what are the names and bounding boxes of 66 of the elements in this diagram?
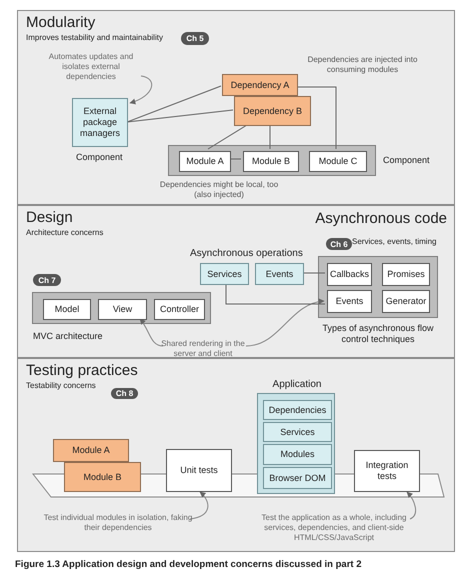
test-box: Unit tests <box>166 449 232 492</box>
connector-line <box>302 272 326 274</box>
chapter-badge: Ch 7 <box>33 274 61 286</box>
mvc-box: Controller <box>154 299 205 320</box>
technique-box: Generator <box>382 290 430 313</box>
mvc-box: View <box>98 299 147 320</box>
test-box: Integration tests <box>354 450 420 492</box>
section-title: Testing practices <box>26 362 138 379</box>
technique-container <box>318 256 438 318</box>
annotation-text: Asynchronous code <box>314 210 447 229</box>
section-panel <box>17 358 455 552</box>
layer-box: Services <box>263 422 332 442</box>
note-text: Test the application as a whole, including services, dependencies, and client-side HTML/CSS/JavaScript <box>257 513 411 548</box>
section-title: Modularity <box>26 14 96 31</box>
leader-line <box>246 298 325 346</box>
mvc-box: Model <box>43 299 91 320</box>
annotation-text: Asynchronous operations <box>190 248 304 260</box>
dependency-box: Dependency B <box>234 96 311 126</box>
section-panel <box>17 10 455 205</box>
module-box: Module C <box>309 151 367 172</box>
technique-box: Events <box>327 290 372 313</box>
section-subtitle: Improves testability and maintainability <box>26 33 163 42</box>
annotation-text: Dependencies might be local, too (also injected) <box>158 180 280 200</box>
leader-line <box>129 76 152 104</box>
annotation-text: Dependencies are injected into consuming modules <box>306 55 418 75</box>
module-box: Module A <box>179 151 231 172</box>
section-title: Design <box>26 209 73 226</box>
connector-line <box>228 158 242 160</box>
connector-line <box>126 86 222 122</box>
note-text: Automates updates and isolates external dependencies <box>39 52 143 85</box>
connector-line <box>126 110 234 122</box>
module-box: Module B <box>64 462 141 492</box>
technique-box: Promises <box>382 263 430 286</box>
chapter-badge: Ch 5 <box>181 32 209 45</box>
module-box: Module B <box>243 151 299 172</box>
layer-box: Modules <box>263 444 332 465</box>
module-box: Module A <box>53 439 129 462</box>
section-panel <box>17 205 455 358</box>
section-subtitle: Architecture concerns <box>26 228 104 237</box>
component-container <box>168 145 376 176</box>
annotation-text: Services, events, timing <box>352 237 438 247</box>
operation-box: Services <box>200 263 249 285</box>
chapter-badge: Ch 6 <box>326 238 352 250</box>
caption-text: Component <box>76 152 124 164</box>
caption-text: Types of asynchronous flow control techniques <box>321 323 435 346</box>
component-box: External package managers <box>72 98 128 147</box>
dependency-box: Dependency A <box>222 74 298 96</box>
technique-box: Callbacks <box>327 263 372 286</box>
mvc-container <box>32 292 211 324</box>
caption-text: Component <box>383 155 431 166</box>
section-subtitle: Testability concerns <box>26 381 96 390</box>
connector-line <box>296 86 336 150</box>
leader-line <box>140 318 164 346</box>
leader-line <box>190 492 208 520</box>
note-text: Test individual modules in isolation, faking their dependencies <box>43 513 193 535</box>
connector-line <box>208 124 248 150</box>
layer-box: Dependencies <box>263 400 332 420</box>
chapter-badge: Ch 8 <box>111 388 138 399</box>
leader-line <box>406 492 416 520</box>
layer-box: Browser DOM <box>263 467 332 489</box>
caption-text: MVC architecture <box>33 331 104 342</box>
connector-line <box>226 284 326 304</box>
figure-caption: Figure 1.3 Application design and development concerns discussed in part 2 <box>15 559 362 570</box>
note-text: Shared rendering in the server and client <box>153 339 253 361</box>
container-heading: Application <box>272 379 322 392</box>
operation-box: Events <box>255 263 304 285</box>
